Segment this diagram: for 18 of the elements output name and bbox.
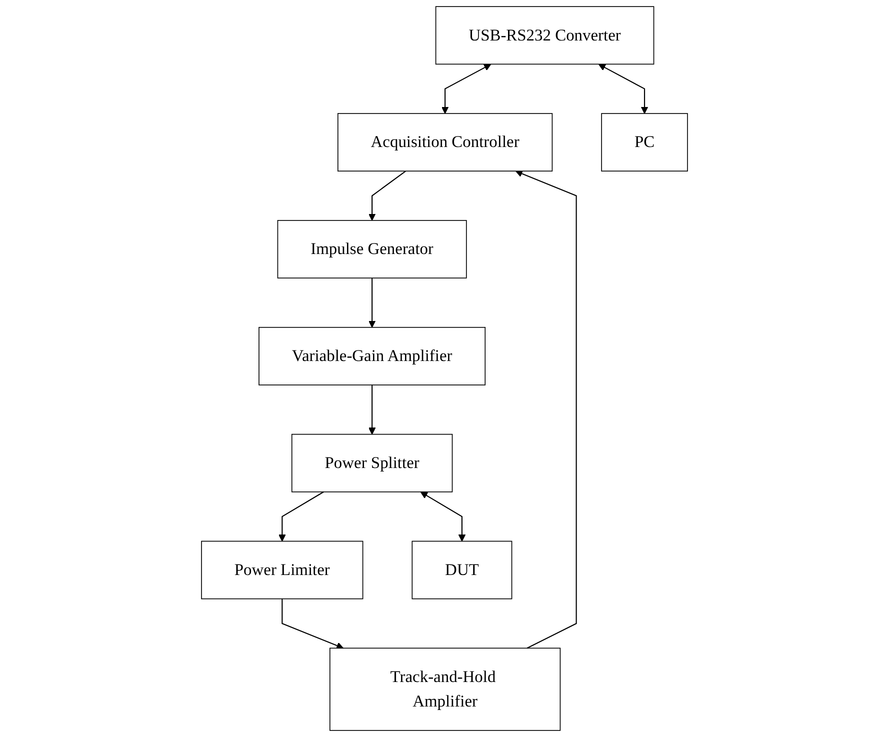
arrow bbox=[598, 64, 648, 114]
arrow bbox=[368, 170, 406, 221]
process-box: DUT bbox=[412, 540, 512, 600]
arrow bbox=[282, 598, 344, 650]
process-box: Acquisition Controller bbox=[337, 113, 553, 172]
process-box: Impulse Generator bbox=[277, 220, 467, 278]
arrow bbox=[278, 491, 324, 542]
arrow bbox=[368, 278, 376, 328]
process-box: USB-RS232 Converter bbox=[435, 6, 654, 65]
process-box: Track-and-Hold Amplifier bbox=[329, 648, 561, 731]
process-box: Power Splitter bbox=[291, 434, 453, 492]
arrow bbox=[515, 170, 577, 649]
arrow bbox=[368, 384, 376, 435]
process-box: PC bbox=[601, 113, 688, 172]
arrow bbox=[420, 492, 466, 542]
process-box: Variable-Gain Amplifier bbox=[258, 326, 486, 386]
arrow bbox=[441, 64, 492, 114]
process-box: Power Limiter bbox=[201, 540, 364, 600]
